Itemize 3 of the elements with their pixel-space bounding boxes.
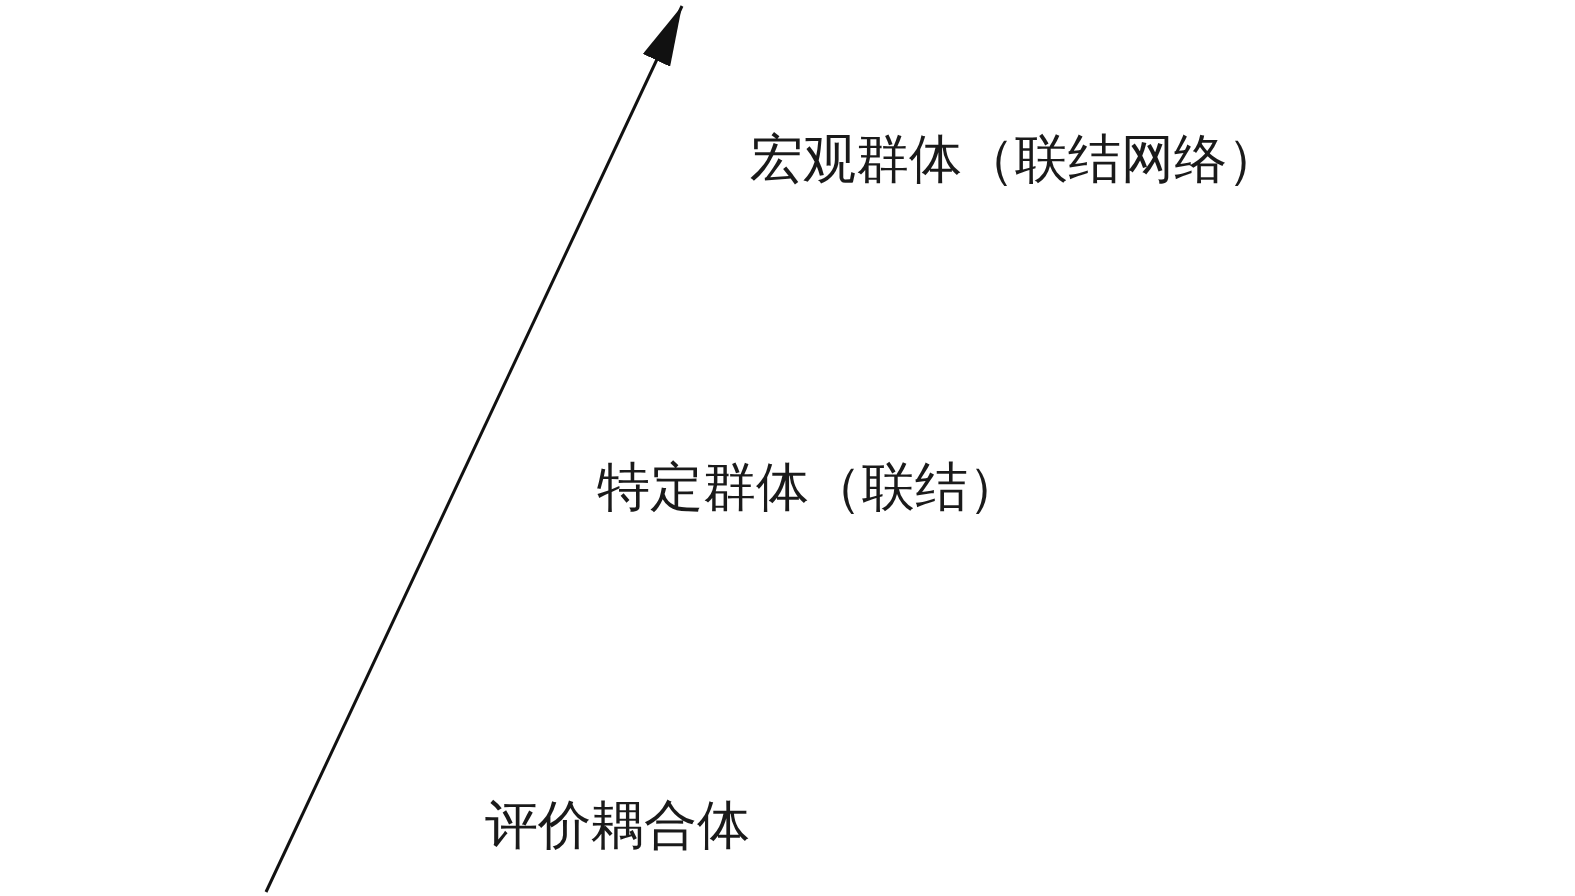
level-label: 评价耦合体 [485,799,750,852]
level-label: 宏观群体（联结网络） [750,133,1280,186]
level-label: 特定群体（联结） [597,461,1021,514]
